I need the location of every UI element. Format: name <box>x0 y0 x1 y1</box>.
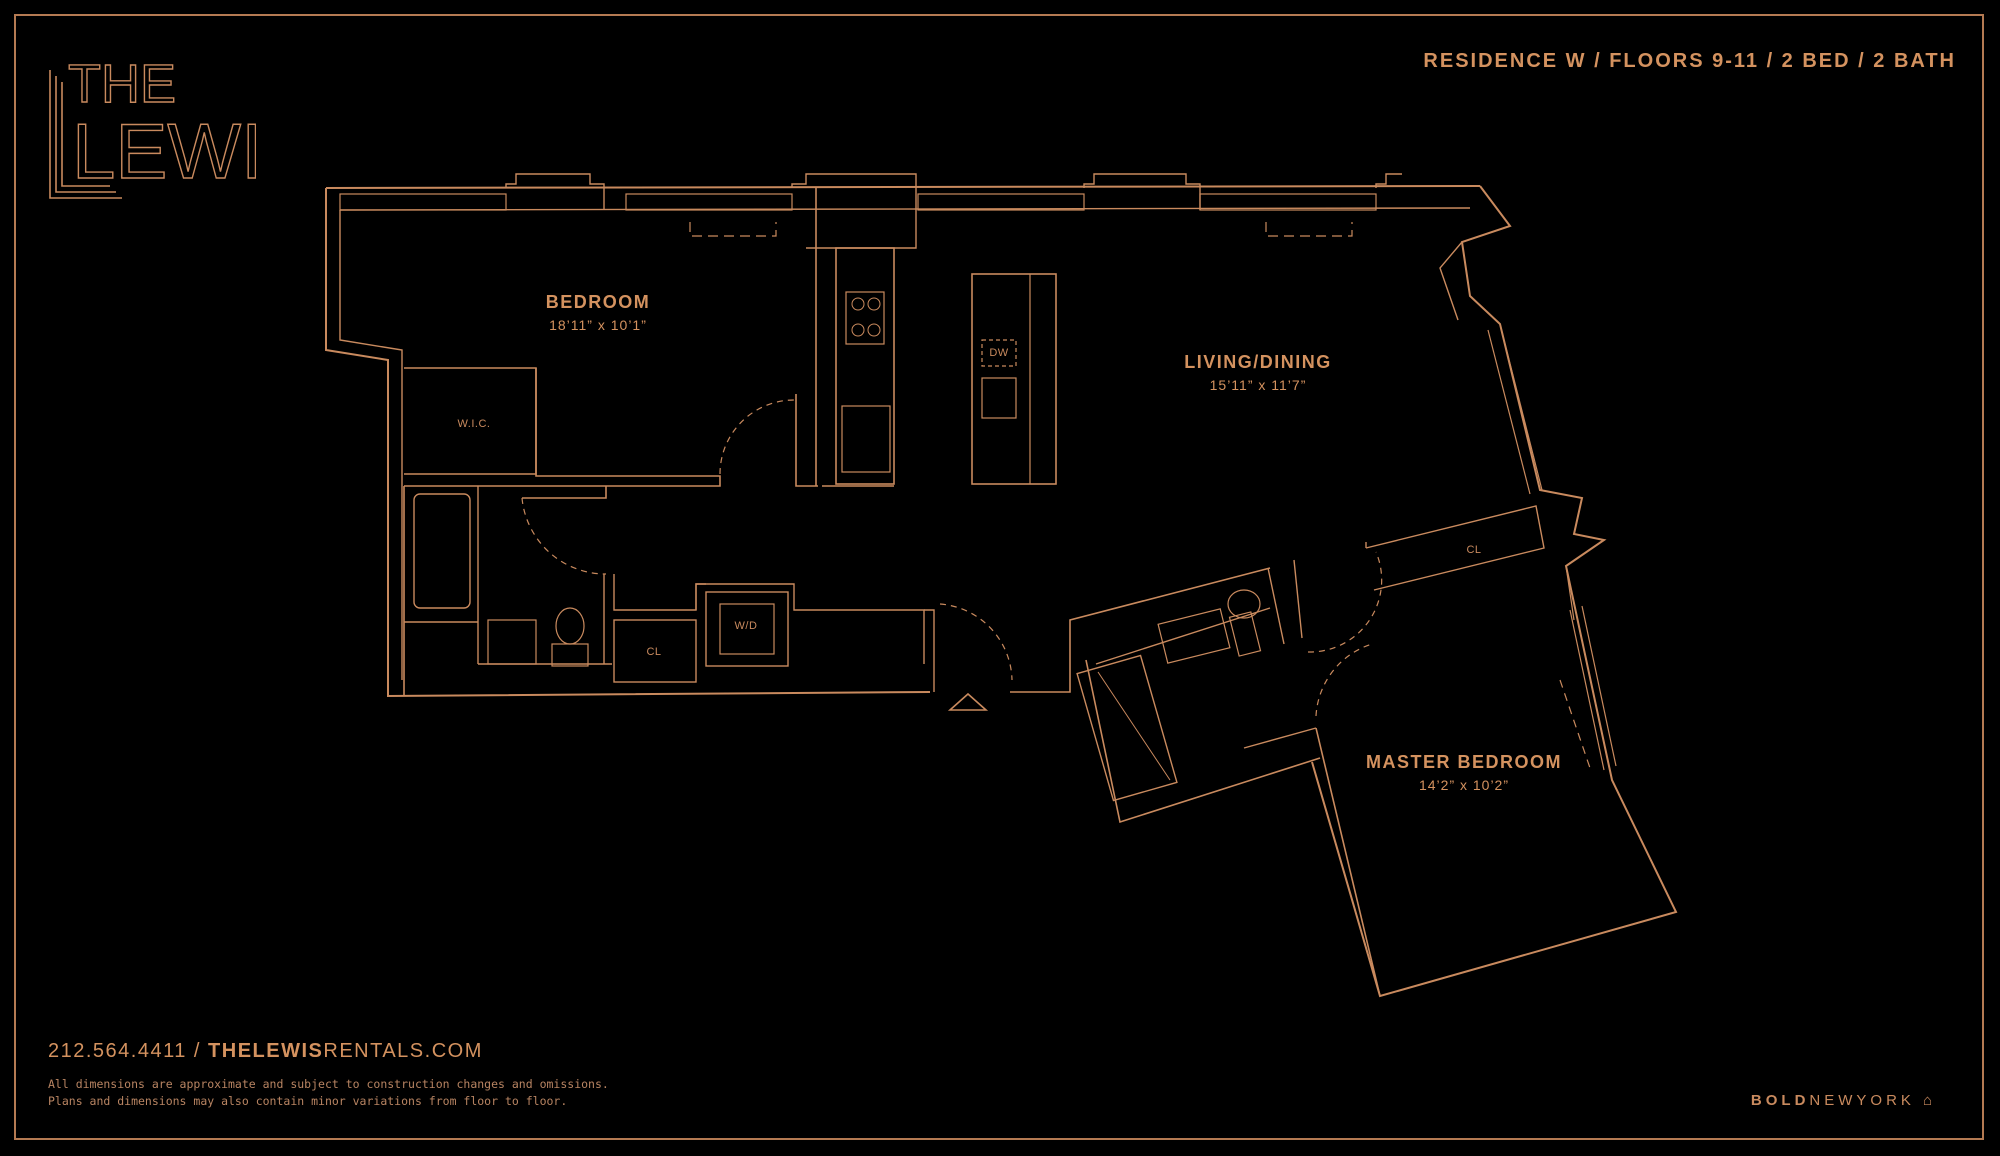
living-dims: 15’11” x 11’7” <box>1209 377 1307 393</box>
wic-label: W.I.C. <box>457 418 491 430</box>
disclaimer: All dimensions are approximate and subje… <box>48 1076 609 1110</box>
dishwasher-label: DW <box>989 347 1009 359</box>
room-label-master: MASTER BEDROOM 14’2” x 10’2” <box>1366 752 1562 793</box>
exterior-wall-right <box>1311 185 1678 998</box>
brand-mark: BOLDNEWYORK ⌂ <box>1751 1092 1936 1109</box>
exterior-wall-left <box>325 188 931 698</box>
disclaimer-line-1: All dimensions are approximate and subje… <box>48 1077 609 1091</box>
the-lewis-logo: THE LEWIS <box>49 53 256 199</box>
brand-rest: NEWYORK <box>1809 1092 1915 1109</box>
disclaimer-line-2: Plans and dimensions may also contain mi… <box>48 1094 568 1108</box>
residence-title: RESIDENCE W / FLOORS 9-11 / 2 BED / 2 BA… <box>1423 50 1956 72</box>
master-closet-label: CL <box>1466 544 1482 556</box>
website-rest[interactable]: RENTALS.COM <box>323 1040 483 1062</box>
brand-bold: BOLD <box>1750 1092 1810 1109</box>
hall-closet-label: CL <box>646 646 662 658</box>
contact-line: 212.564.4411 / THELEWISRENTALS.COM <box>48 1040 483 1063</box>
room-label-bedroom: BEDROOM 18’11” x 10’1” <box>546 292 651 333</box>
master-name: MASTER BEDROOM <box>1366 752 1562 772</box>
logo-the: THE <box>68 54 176 114</box>
page-frame <box>14 14 1984 1140</box>
entry-marker <box>947 692 989 711</box>
logo-lewis: LEWIS <box>72 107 256 195</box>
bedroom-name: BEDROOM <box>545 292 651 312</box>
website-bold[interactable]: THELEWIS <box>208 1040 324 1062</box>
bedroom-dims: 18’11” x 10’1” <box>549 317 647 333</box>
living-name: LIVING/DINING <box>1184 352 1332 372</box>
equal-housing-icon: ⌂ <box>1922 1092 1936 1109</box>
exterior-wall-top <box>325 185 1481 189</box>
room-label-living: LIVING/DINING 15’11” x 11’7” <box>1184 352 1332 393</box>
phone-number[interactable]: 212.564.4411 / <box>48 1040 209 1062</box>
master-dims: 14’2” x 10’2” <box>1418 777 1510 793</box>
washer-dryer-label: W/D <box>734 620 758 632</box>
